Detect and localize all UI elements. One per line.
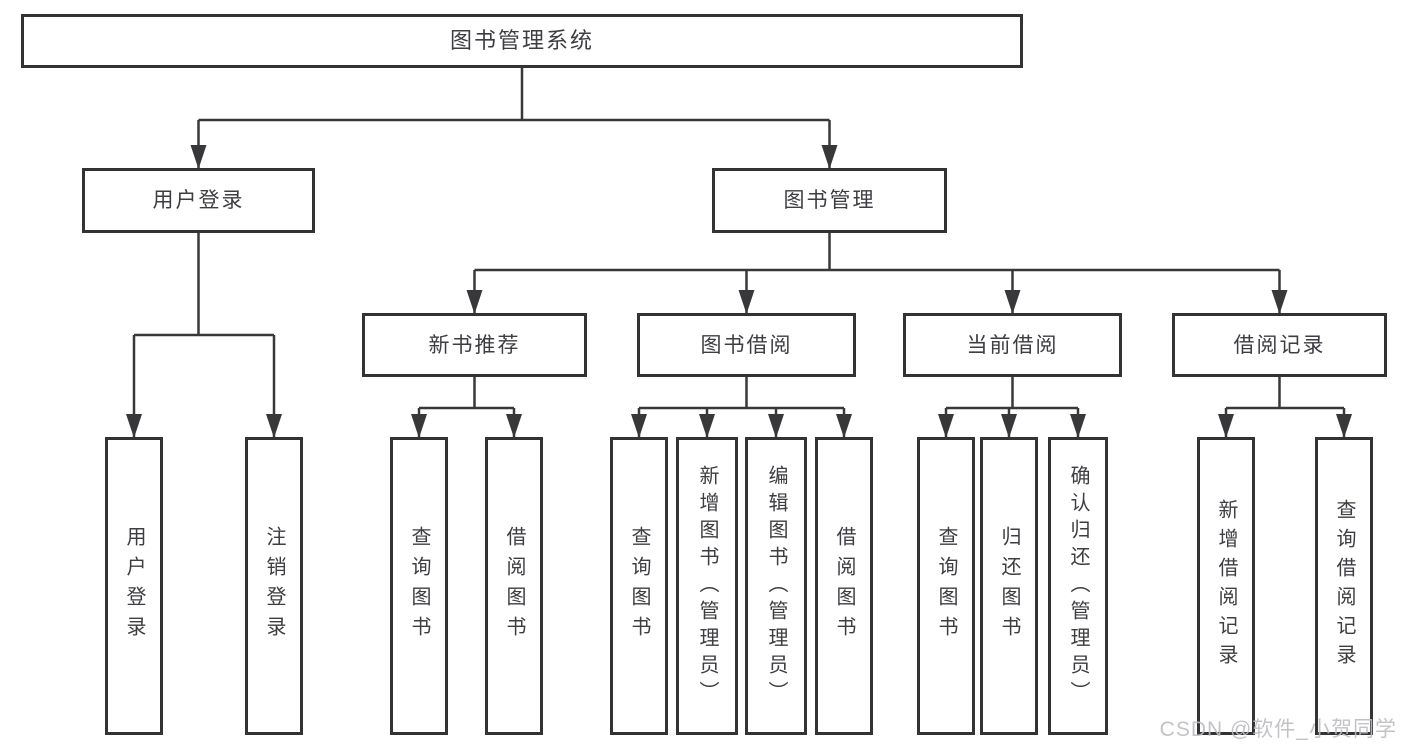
leaf-newbook-borrow-books: 借阅图书 bbox=[485, 437, 543, 735]
leaf-records-add-record: 新增借阅记录 bbox=[1197, 437, 1255, 735]
node-new-book-recommend: 新书推荐 bbox=[362, 313, 587, 377]
node-user-login: 用户登录 bbox=[82, 168, 315, 233]
node-label: 图书管理系统 bbox=[449, 28, 594, 53]
leaf-current-return-books: 归还图书 bbox=[980, 437, 1038, 735]
node-label: 新增借阅记录 bbox=[1215, 499, 1237, 673]
node-label: 图书借阅 bbox=[700, 333, 793, 357]
leaf-newbook-query-books: 查询图书 bbox=[390, 437, 448, 735]
node-label: 借阅图书 bbox=[503, 526, 525, 646]
node-book-borrowing: 图书借阅 bbox=[637, 313, 856, 377]
node-label: 查询图书 bbox=[408, 526, 430, 646]
leaf-current-confirm-return: 确认归还（管理员） bbox=[1048, 437, 1108, 735]
node-root: 图书管理系统 bbox=[21, 14, 1023, 68]
node-book-management: 图书管理 bbox=[712, 168, 947, 233]
node-label: 归还图书 bbox=[998, 526, 1020, 646]
leaf-user-login: 用户登录 bbox=[105, 437, 163, 735]
node-label: 用户登录 bbox=[152, 189, 245, 212]
node-label: 确认归还（管理员） bbox=[1067, 464, 1089, 708]
node-label: 图书管理 bbox=[783, 189, 876, 212]
node-label: 查询图书 bbox=[628, 526, 650, 646]
leaf-logout: 注销登录 bbox=[245, 437, 303, 735]
node-label: 当前借阅 bbox=[966, 333, 1059, 357]
leaf-borrowing-query-books: 查询图书 bbox=[610, 437, 668, 735]
node-label: 注销登录 bbox=[263, 526, 285, 646]
node-borrowing-records: 借阅记录 bbox=[1172, 313, 1387, 377]
leaf-borrowing-edit-books: 编辑图书（管理员） bbox=[745, 437, 807, 735]
node-label: 查询借阅记录 bbox=[1333, 499, 1355, 673]
leaf-records-query-record: 查询借阅记录 bbox=[1315, 437, 1373, 735]
leaf-borrowing-add-books: 新增图书（管理员） bbox=[676, 437, 738, 735]
node-label: 用户登录 bbox=[123, 526, 145, 646]
node-label: 借阅图书 bbox=[833, 526, 855, 646]
csdn-watermark: CSDN @软件_小贺同学 bbox=[1159, 718, 1397, 741]
node-label: 编辑图书（管理员） bbox=[765, 464, 787, 708]
node-label: 查询图书 bbox=[935, 526, 957, 646]
node-current-borrowing: 当前借阅 bbox=[903, 313, 1122, 377]
leaf-borrowing-borrow-books: 借阅图书 bbox=[815, 437, 873, 735]
node-label: 新增图书（管理员） bbox=[696, 464, 718, 708]
node-label: 新书推荐 bbox=[428, 333, 521, 357]
node-label: 借阅记录 bbox=[1233, 333, 1326, 357]
leaf-current-query-books: 查询图书 bbox=[917, 437, 975, 735]
